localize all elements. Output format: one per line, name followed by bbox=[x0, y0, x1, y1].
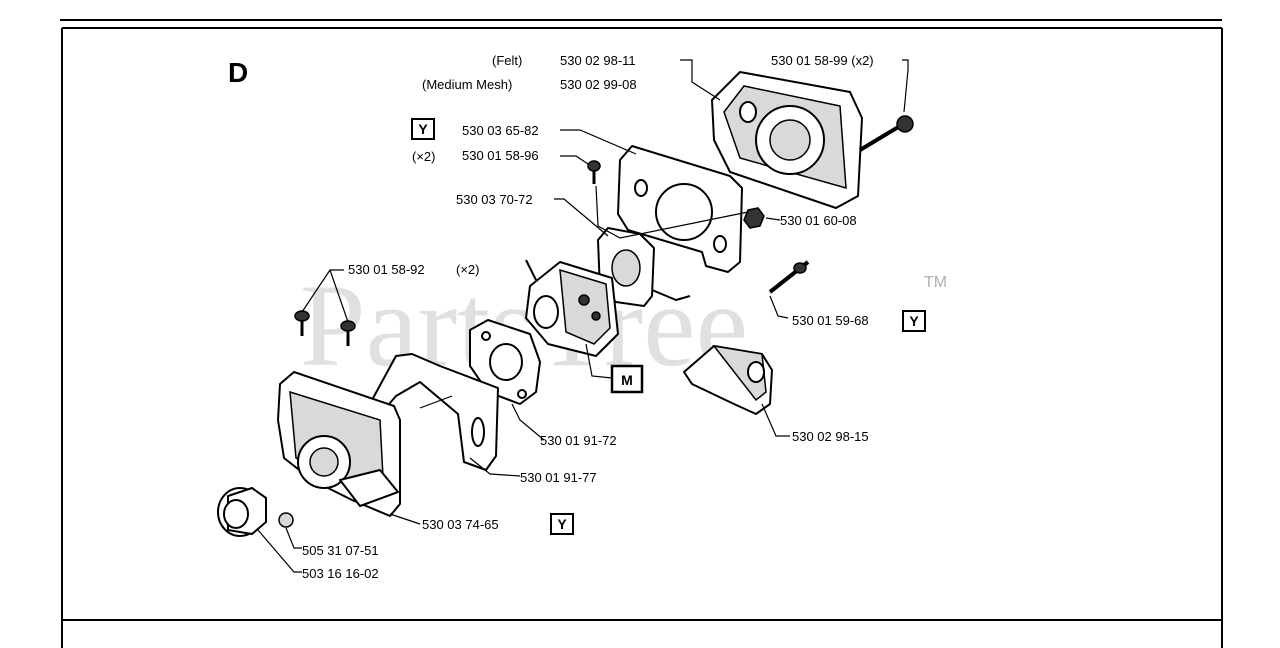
stud-part bbox=[768, 260, 810, 294]
watermark-tm: TM bbox=[924, 274, 947, 291]
m-badge bbox=[610, 364, 644, 394]
bracket-part-number: 530 01 91-77 bbox=[520, 470, 597, 485]
y-badge-2 bbox=[902, 310, 926, 332]
housing-part-number: 530 03 74-65 bbox=[422, 517, 499, 532]
bracket-part bbox=[371, 353, 499, 471]
stud-part-number: 530 01 59-68 bbox=[792, 313, 869, 328]
screw-small-part-number: 530 01 58-96 bbox=[462, 148, 539, 163]
screw-small-part bbox=[587, 160, 601, 184]
y-badge-1 bbox=[411, 118, 435, 140]
air-filter-cover bbox=[711, 71, 863, 209]
y-badge-3-text: Y bbox=[557, 516, 567, 532]
felt-note: (Felt) bbox=[492, 53, 522, 68]
m-badge-text: M bbox=[621, 372, 633, 388]
screw-top-right bbox=[858, 115, 914, 152]
choke-part-number: 530 02 98-15 bbox=[792, 429, 869, 444]
section-letter: D bbox=[228, 57, 248, 88]
y-badge-1-text: Y bbox=[418, 121, 428, 137]
nut-part-number: 530 01 60-08 bbox=[780, 213, 857, 228]
y-badge-2-text: Y bbox=[909, 313, 919, 329]
gasket-top-part-number: 530 03 65-82 bbox=[462, 123, 539, 138]
carb-gasket-part-number: 530 01 91-72 bbox=[540, 433, 617, 448]
screw-small-qty: (×2) bbox=[412, 149, 435, 164]
leader-lines bbox=[257, 59, 909, 573]
screw-top-right-part-number: 530 01 58-99 (x2) bbox=[771, 53, 874, 68]
y-badge-3 bbox=[550, 513, 574, 535]
medium-mesh-part-number: 530 02 99-08 bbox=[560, 77, 637, 92]
plug-part-number: 505 31 07-51 bbox=[302, 543, 379, 558]
spacer-part-number: 530 03 70-72 bbox=[456, 192, 533, 207]
choke-part bbox=[683, 344, 773, 415]
diagram-frame bbox=[60, 19, 1223, 648]
felt-part-number: 530 02 98-11 bbox=[560, 53, 636, 68]
sleeve-part bbox=[217, 487, 267, 537]
medium-mesh-note: (Medium Mesh) bbox=[422, 77, 512, 92]
screw-pair-qty: (×2) bbox=[456, 262, 479, 277]
plug-part bbox=[278, 512, 294, 528]
sleeve-part-number: 503 16 16-02 bbox=[302, 566, 379, 581]
screw-pair-part bbox=[294, 310, 356, 346]
housing-part bbox=[277, 371, 401, 517]
screw-pair-part-number: 530 01 58-92 bbox=[348, 262, 425, 277]
nut-part bbox=[743, 207, 765, 229]
filter-plate bbox=[617, 145, 743, 273]
carburetor-part bbox=[525, 259, 619, 357]
